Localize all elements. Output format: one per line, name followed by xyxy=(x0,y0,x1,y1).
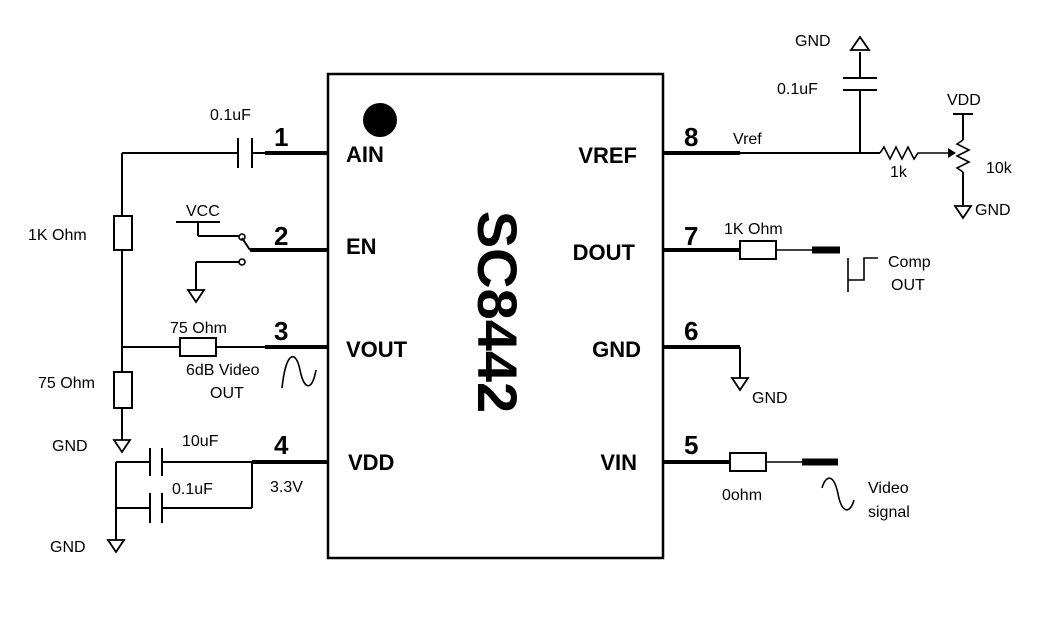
comp-out-label-2: OUT xyxy=(891,277,925,294)
pin-num-1: 1 xyxy=(274,122,288,152)
vref-label: Vref xyxy=(733,131,762,148)
pin-name-dout: DOUT xyxy=(573,240,636,265)
video-signal-label-2: signal xyxy=(868,504,910,521)
pin-num-6: 6 xyxy=(684,316,698,346)
chip-body xyxy=(326,72,665,560)
pin-name-en: EN xyxy=(346,234,377,259)
res-1k-vref-label: 1k xyxy=(890,164,908,181)
pin-name-vref: VREF xyxy=(578,143,637,168)
res-1k-label: 1K Ohm xyxy=(28,227,87,244)
pin-num-7: 7 xyxy=(684,221,698,251)
res-vin-label: 0ohm xyxy=(722,487,762,504)
gnd-left-bottom: GND xyxy=(50,539,86,556)
pin-name-ain: AIN xyxy=(346,142,384,167)
comp-out-label-1: Comp xyxy=(888,254,931,271)
res-dout-label: 1K Ohm xyxy=(724,221,783,238)
cap-10u-label: 10uF xyxy=(182,433,219,450)
res-75-series-label: 75 Ohm xyxy=(170,320,227,337)
vdd-pot-label: VDD xyxy=(947,92,981,109)
video-out-label-1: 6dB Video xyxy=(186,362,260,379)
switch-contact-bottom xyxy=(238,258,246,266)
sine-wave-icon xyxy=(281,355,317,389)
pin-name-gnd: GND xyxy=(592,337,641,362)
square-wave-icon xyxy=(847,257,878,292)
wiper-arrow-icon xyxy=(948,148,956,158)
chip-name: SC8442 xyxy=(466,211,529,413)
ground-icon xyxy=(106,539,126,554)
resistor-1k-zigzag xyxy=(879,145,948,161)
ground-icon xyxy=(112,439,132,454)
pin1-marker xyxy=(363,103,397,137)
cap-ain-label: 0.1uF xyxy=(210,107,251,124)
ground-icon xyxy=(849,35,871,51)
switch-blade xyxy=(241,237,251,251)
potentiometer-10k xyxy=(955,139,971,173)
pin-num-2: 2 xyxy=(274,221,288,251)
gnd-pot-label: GND xyxy=(975,202,1011,219)
vdd-voltage-label: 3.3V xyxy=(270,479,303,496)
video-signal-label-1: Video xyxy=(868,480,909,497)
pot-10k-label: 10k xyxy=(986,160,1013,177)
res-75-gnd-label: 75 Ohm xyxy=(38,375,95,392)
resistor-1k xyxy=(113,215,133,251)
pin-name-vin: VIN xyxy=(600,450,637,475)
resistor-vin xyxy=(729,452,767,472)
cap-vref-label: 0.1uF xyxy=(777,81,818,98)
ground-icon xyxy=(186,289,206,304)
pin-name-vout: VOUT xyxy=(346,337,408,362)
vcc-label: VCC xyxy=(186,203,220,220)
resistor-75-series xyxy=(179,337,217,357)
cap-01u-vdd-label: 0.1uF xyxy=(172,481,213,498)
ground-icon xyxy=(953,205,973,220)
pin-num-8: 8 xyxy=(684,122,698,152)
pin-name-vdd: VDD xyxy=(348,450,394,475)
sine-wave-icon xyxy=(821,477,855,511)
ground-icon xyxy=(730,377,750,392)
video-out-label-2: OUT xyxy=(210,385,244,402)
gnd-top-label: GND xyxy=(795,33,831,50)
gnd-left-top: GND xyxy=(52,438,88,455)
pin-num-4: 4 xyxy=(274,430,289,460)
resistor-dout xyxy=(739,240,777,260)
resistor-75-gnd xyxy=(113,371,133,409)
gnd-pin6-label: GND xyxy=(752,390,788,407)
pin-num-5: 5 xyxy=(684,430,698,460)
pin-num-3: 3 xyxy=(274,316,288,346)
